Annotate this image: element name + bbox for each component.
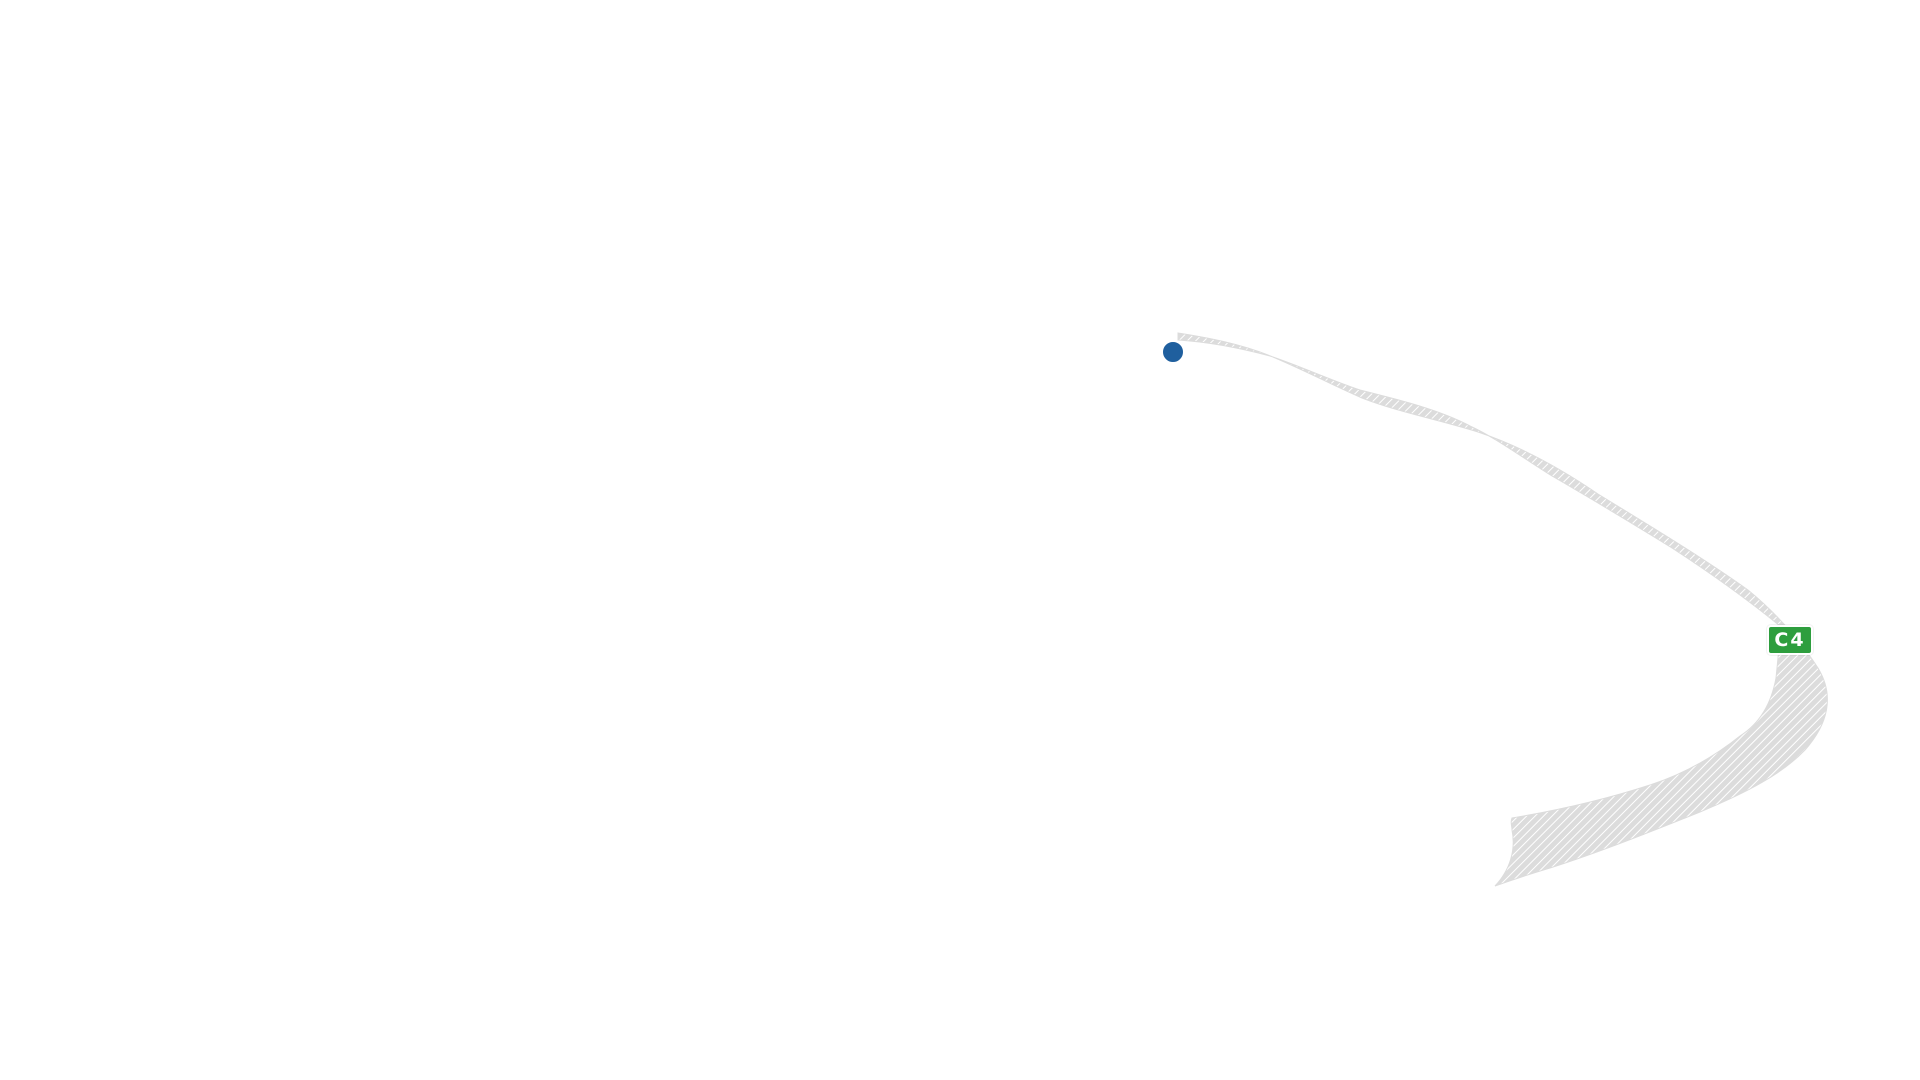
route-badge-c4[interactable]: C4 (1767, 625, 1813, 655)
route-shield-icon: C4 (1774, 629, 1806, 651)
road-corridor (1177, 332, 1828, 887)
location-dot-icon[interactable] (1161, 340, 1185, 364)
